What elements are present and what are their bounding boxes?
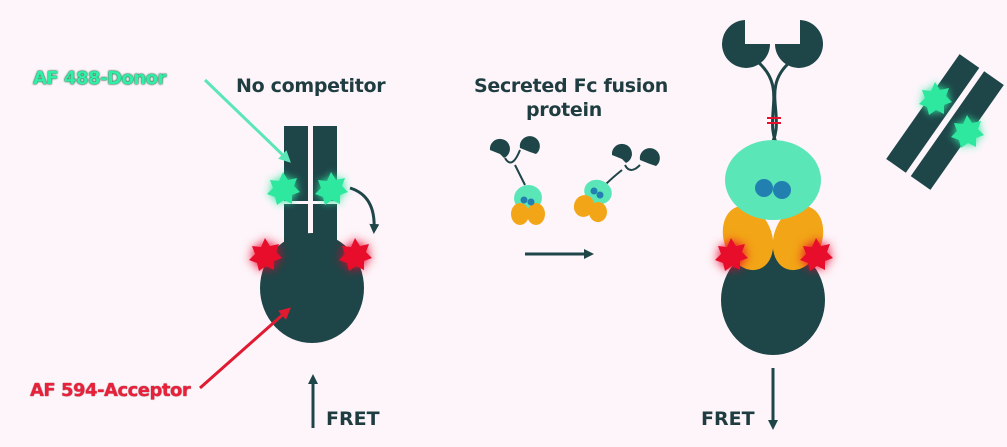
fusion-protein-small-2 <box>573 143 660 222</box>
donor-star-left-2 <box>315 172 348 205</box>
secreted-label-line2: protein <box>526 99 602 121</box>
donor-star-left-1 <box>267 172 300 205</box>
acceptor-star-right-2 <box>800 238 833 271</box>
donor-star-displaced-2 <box>951 115 984 148</box>
donor-pointer-line <box>203 78 291 163</box>
secreted-label-line1: Secreted Fc fusion <box>474 75 668 97</box>
left-antibody <box>260 126 364 343</box>
displaced-antibody <box>886 54 1004 190</box>
no-competitor-label: No competitor <box>236 75 386 97</box>
fusion-protein-small-1 <box>489 136 545 225</box>
donor-star-displaced-1 <box>919 82 952 115</box>
acceptor-pointer-line <box>199 307 291 390</box>
right-fusion-protein <box>722 20 823 151</box>
right-fc-complex <box>721 140 825 355</box>
energy-transfer-arrow <box>349 186 380 234</box>
fret-label-right: FRET <box>701 408 755 430</box>
acceptor-label: AF 594-Acceptor <box>30 380 191 401</box>
donor-label: AF 488-Donor <box>33 68 166 89</box>
acceptor-star-left-2 <box>339 238 372 271</box>
fret-label-left: FRET <box>326 408 380 430</box>
acceptor-star-left-1 <box>249 238 282 271</box>
acceptor-star-right-1 <box>715 238 748 271</box>
